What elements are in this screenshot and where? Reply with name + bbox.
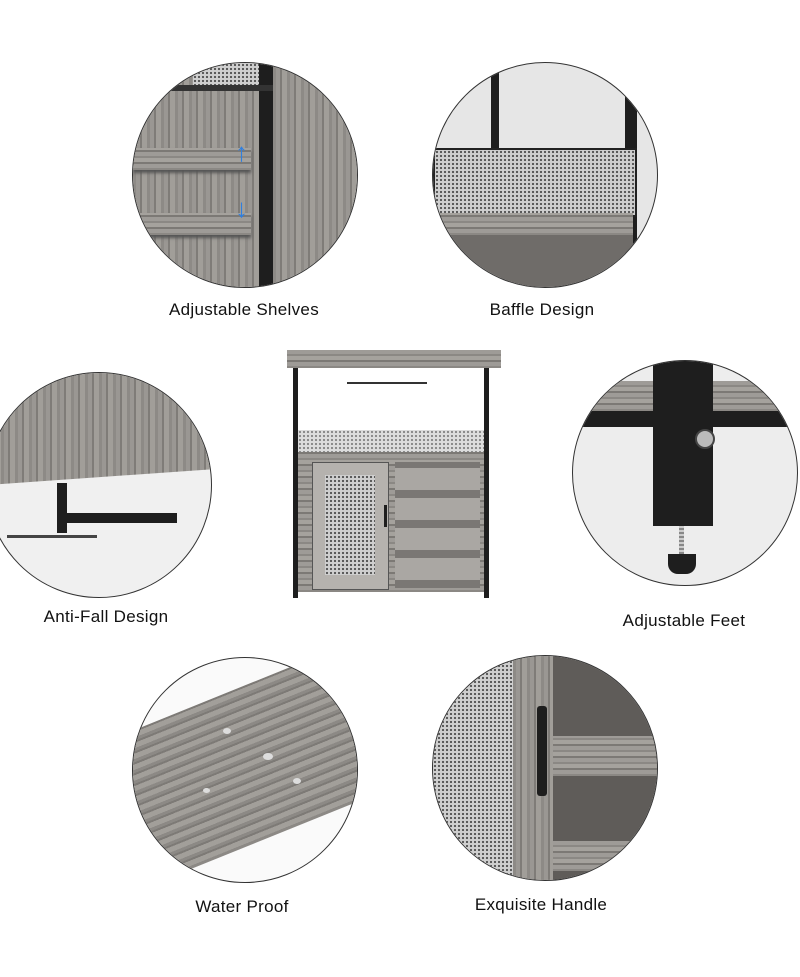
wine-cabinet-product-image [287, 350, 501, 600]
adjustable-feet-image [572, 360, 798, 586]
feature-label: Adjustable Feet [622, 611, 746, 630]
feature-label: Adjustable Shelves [169, 300, 319, 319]
exquisite-handle-image [432, 655, 658, 881]
bolt-icon [695, 429, 715, 449]
feature-label: Water Proof [195, 897, 289, 916]
arrow-up-icon: ↑ [235, 137, 248, 167]
feature-label: Anti-Fall Design [43, 607, 169, 626]
feature-label: Exquisite Handle [474, 895, 608, 914]
adjustable-shelves-image: ↑ ↓ [132, 62, 358, 288]
baffle-design-image [432, 62, 658, 288]
arrow-down-icon: ↓ [235, 193, 248, 223]
anti-fall-design-image [0, 372, 212, 598]
water-proof-image [132, 657, 358, 883]
feature-label: Baffle Design [489, 300, 595, 319]
